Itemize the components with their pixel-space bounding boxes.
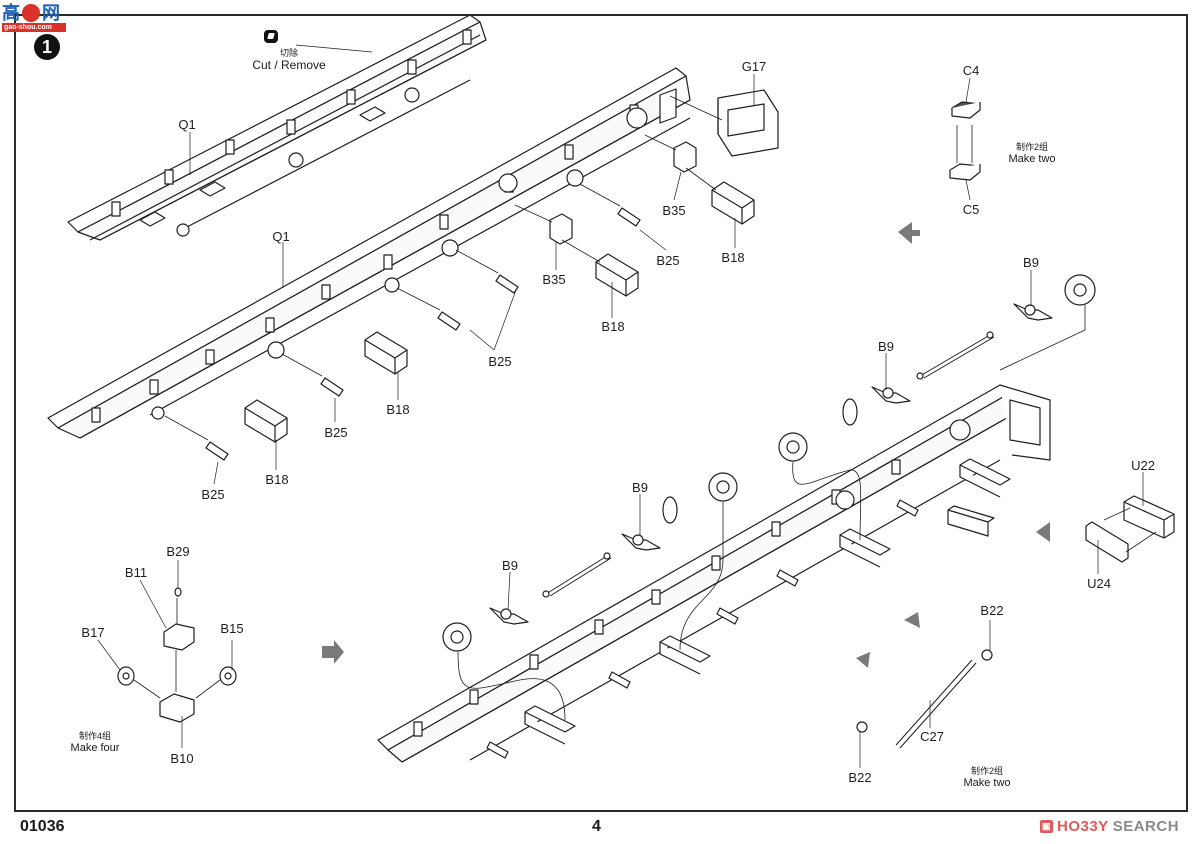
- part-label-b25-d: B25: [201, 487, 225, 502]
- part-label-u24: U24: [1087, 576, 1111, 591]
- note-make-four-b10: 制作4组 Make four: [71, 730, 120, 754]
- watermark-mascot-icon: [22, 4, 40, 22]
- product-code: 01036: [20, 818, 65, 835]
- site-watermark: 高 网 gao-shou.com: [2, 4, 66, 32]
- part-label-b17: B17: [81, 625, 105, 640]
- brand-name-part2: SEARCH: [1112, 818, 1180, 835]
- g17-part: [669, 89, 779, 157]
- part-label-b18-d: B18: [265, 472, 289, 487]
- watermark-char-1: 高: [2, 3, 20, 23]
- part-label-b9-d: B9: [502, 558, 518, 573]
- note-make-two-c4: 制作2组 Make two: [1008, 141, 1055, 165]
- b18-brackets: [244, 181, 755, 443]
- note-zh: 制作2组: [970, 766, 1004, 776]
- part-label-b25-b: B25: [488, 354, 512, 369]
- part-label-u22: U22: [1131, 458, 1155, 473]
- cut-remove-en: Cut / Remove: [252, 58, 326, 72]
- b25-pins: [205, 207, 641, 461]
- lower-rail: [377, 384, 1051, 763]
- part-label-b29: B29: [166, 544, 190, 559]
- part-label-b11: B11: [124, 565, 148, 580]
- note-zh: 制作2组: [1015, 142, 1049, 152]
- q1-upper-rail: [67, 14, 487, 241]
- view-arrow-icon: [898, 222, 920, 244]
- note-make-two-c27: 制作2组 Make two: [963, 765, 1010, 789]
- watermark-site: gao-shou.com: [2, 23, 66, 32]
- part-label-b35-left: B35: [542, 272, 566, 287]
- note-en: Make two: [963, 777, 1011, 789]
- part-label-b9-c: B9: [632, 480, 648, 495]
- part-label-q1-upper: Q1: [178, 117, 196, 132]
- cut-remove-icon: [264, 30, 278, 43]
- part-label-b15: B15: [220, 621, 244, 636]
- part-label-b18-b: B18: [601, 319, 625, 334]
- part-label-b18-c: B18: [386, 402, 410, 417]
- u22-u24-parts: [1085, 495, 1175, 563]
- note-en: Make two: [1008, 153, 1056, 165]
- part-label-q1-lower: Q1: [272, 229, 290, 244]
- part-label-b9-a: B9: [1023, 255, 1039, 270]
- q1-lower-rail: [47, 67, 691, 439]
- part-label-b35-right: B35: [662, 203, 686, 218]
- part-label-g17: G17: [741, 59, 767, 74]
- c4-c5-parts: [949, 101, 981, 181]
- note-zh: 制作4组: [78, 731, 112, 741]
- part-label-c5: C5: [962, 202, 980, 217]
- step-number-badge: 1: [34, 34, 60, 60]
- cut-remove-zh: 切除: [279, 48, 299, 58]
- view-arrow-icon: [856, 652, 870, 668]
- view-arrows: [322, 222, 1050, 668]
- part-label-b18-a: B18: [721, 250, 745, 265]
- b35-blocks: [549, 141, 697, 245]
- cut-remove-note: 切除 Cut / Remove: [252, 47, 325, 71]
- brand-name-part1: HO33Y: [1057, 818, 1109, 835]
- part-label-b9-b: B9: [878, 339, 894, 354]
- hobby-search-logo-icon: ▣: [1040, 820, 1053, 833]
- page-frame: [14, 14, 1188, 812]
- part-label-c27: C27: [920, 729, 944, 744]
- hobby-search-brand: ▣ HO33Y SEARCH: [1040, 818, 1179, 835]
- page-number: 4: [592, 818, 601, 835]
- view-arrow-icon: [322, 640, 344, 664]
- part-label-b25-a: B25: [656, 253, 680, 268]
- b10-group: [117, 587, 237, 723]
- part-label-c4: C4: [962, 63, 980, 78]
- part-label-b10: B10: [170, 751, 194, 766]
- idler-assemblies: [442, 274, 1096, 652]
- part-label-b22-bottom: B22: [848, 770, 872, 785]
- part-label-b22-top: B22: [980, 603, 1004, 618]
- note-en: Make four: [70, 742, 120, 754]
- view-arrow-icon: [1036, 522, 1050, 542]
- part-label-b25-c: B25: [324, 425, 348, 440]
- view-arrow-icon: [904, 612, 920, 628]
- watermark-char-2: 网: [42, 3, 60, 23]
